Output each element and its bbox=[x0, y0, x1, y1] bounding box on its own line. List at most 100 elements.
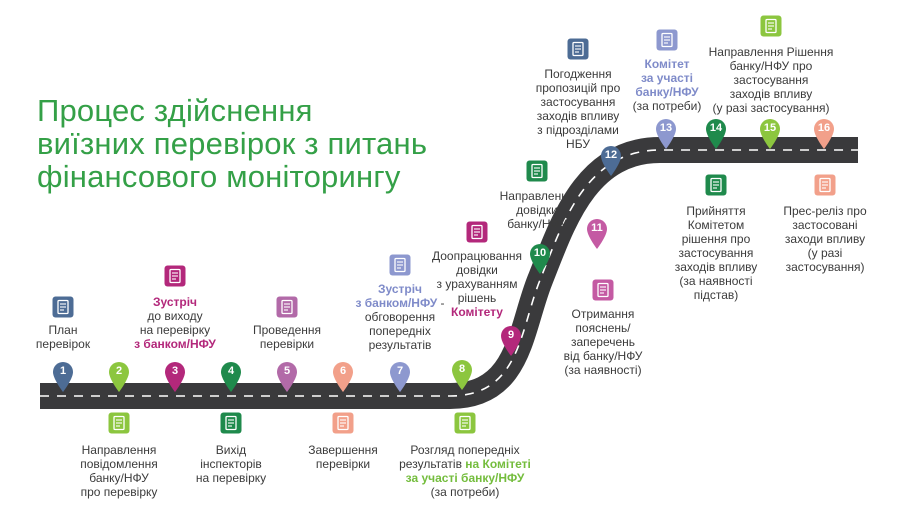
step-4-number: 4 bbox=[227, 365, 235, 377]
step-9-label-line: з урахуванням bbox=[436, 277, 518, 291]
step-13-label-line: (за потреби) bbox=[632, 99, 702, 113]
handshake-icon bbox=[567, 38, 589, 60]
meeting-person-icon bbox=[164, 265, 186, 287]
step-14-label-line: заходів впливу bbox=[674, 260, 758, 274]
step-9-label-line: рішень bbox=[457, 291, 497, 305]
step-8-label-line: результатів на Комітеті bbox=[399, 457, 531, 471]
step-11-marker: 11 bbox=[586, 218, 608, 255]
step-3-label-line: Зустріч bbox=[152, 295, 198, 309]
document-edit-icon bbox=[466, 221, 488, 243]
step-16-number: 16 bbox=[817, 122, 831, 134]
step-14-label-line: підстав) bbox=[693, 288, 739, 302]
committee-icon bbox=[656, 29, 678, 51]
step-11-label-line: заперечень bbox=[570, 335, 636, 349]
step-9-label-line: Комітету bbox=[451, 305, 503, 319]
step-2-label-line: Направлення bbox=[81, 443, 157, 457]
step-3-marker: 3 bbox=[164, 361, 186, 398]
step-4-label-line: Вихід bbox=[215, 443, 247, 457]
document-send-icon bbox=[760, 15, 782, 37]
step-13-number: 13 bbox=[659, 122, 673, 134]
step-11-label-line: (за наявності) bbox=[564, 363, 642, 377]
step-6-marker: 6 bbox=[332, 361, 354, 398]
step-16-label-line: заходи впливу bbox=[784, 232, 866, 246]
step-15-label-line: застосування bbox=[733, 73, 809, 87]
step-6-label-line: перевірки bbox=[315, 457, 371, 471]
step-10-label-line: Направлення bbox=[499, 189, 575, 203]
step-12-label-line: заходів впливу bbox=[536, 109, 620, 123]
step-5-label-line: перевірки bbox=[259, 337, 315, 351]
letter-receive-icon bbox=[592, 279, 614, 301]
step-9-label-line: Доопрацювання bbox=[432, 249, 522, 263]
step-9-label-line: довідки bbox=[456, 263, 498, 277]
step-14-marker: 14 bbox=[705, 118, 727, 155]
step-7-label-line: результатів bbox=[368, 338, 432, 352]
step-9-number: 9 bbox=[507, 329, 515, 341]
step-8-marker: 8 bbox=[451, 359, 473, 396]
step-8-label-line: Розгляд попередніх bbox=[410, 443, 520, 457]
step-3-label-line: до виходу bbox=[147, 309, 203, 323]
title-line-2: виїзних перевірок з питань bbox=[37, 126, 428, 161]
step-3-label-line: з банком/НФУ bbox=[134, 337, 216, 351]
step-15-number: 15 bbox=[763, 122, 777, 134]
step-16-label-line: застосування) bbox=[785, 260, 865, 274]
step-15-label-line: заходів впливу bbox=[729, 87, 813, 101]
step-16-label-line: застосовані bbox=[792, 218, 858, 232]
step-2-label-line: повідомлення bbox=[80, 457, 158, 471]
step-10-label-line: довідки bbox=[516, 203, 558, 217]
step-16-label-line: Прес-реліз про bbox=[783, 204, 867, 218]
step-12-marker: 12 bbox=[600, 145, 622, 182]
step-2-label-line: банку/НФУ bbox=[89, 471, 149, 485]
step-1-label-line: План bbox=[48, 323, 78, 337]
step-6-label-line: Завершення bbox=[308, 443, 378, 457]
inspectors-team-icon bbox=[220, 412, 242, 434]
step-6-number: 6 bbox=[339, 365, 347, 377]
press-release-icon bbox=[814, 174, 836, 196]
step-12-label-line: пропозицій про bbox=[535, 81, 621, 95]
step-13-label-line: банку/НФУ bbox=[635, 85, 699, 99]
document-send-icon bbox=[526, 160, 548, 182]
step-7-label-line: Зустріч bbox=[377, 282, 423, 296]
step-11-number: 11 bbox=[591, 222, 603, 234]
step-7-label-line: попередніх bbox=[369, 324, 431, 338]
step-10-marker: 10 bbox=[529, 243, 551, 280]
step-14-label-line: Комітетом bbox=[687, 218, 745, 232]
step-8-label-line: (за потреби) bbox=[430, 485, 500, 499]
step-14-label-line: (за наявності bbox=[679, 274, 753, 288]
step-10-number: 10 bbox=[533, 247, 547, 259]
step-7-number: 7 bbox=[396, 365, 404, 377]
step-3-label-line: на перевірку bbox=[139, 323, 211, 337]
step-15-marker: 15 bbox=[759, 118, 781, 155]
title-line-1: Процес здійснення bbox=[37, 93, 313, 128]
step-14-number: 14 bbox=[709, 122, 723, 134]
step-7-marker: 7 bbox=[389, 361, 411, 398]
step-16-label-line: (у разі bbox=[807, 246, 843, 260]
step-14-label-line: рішення про bbox=[681, 232, 751, 246]
meeting-table-icon bbox=[389, 254, 411, 276]
gavel-icon bbox=[705, 174, 727, 196]
step-7-label-line: обговорення bbox=[364, 310, 436, 324]
step-15-label-line: (у разі застосування) bbox=[712, 101, 830, 115]
step-4-label-line: інспекторів bbox=[200, 457, 262, 471]
step-2-number: 2 bbox=[115, 365, 123, 377]
step-15-label-line: Направлення Рішення bbox=[708, 45, 834, 59]
step-14-label-line: застосування bbox=[678, 246, 754, 260]
step-13-label-line: за участі bbox=[640, 71, 694, 85]
step-12-label-line: застосування bbox=[540, 95, 616, 109]
step-14-label-line: Прийняття bbox=[686, 204, 746, 218]
step-12-label-line: Погодження bbox=[544, 67, 612, 81]
step-4-label-line: на перевірку bbox=[195, 471, 267, 485]
step-7-label-line: з банком/НФУ - bbox=[355, 296, 445, 310]
step-2-label-line: про перевірку bbox=[80, 485, 158, 499]
step-11-label-line: Отримання bbox=[571, 307, 635, 321]
title-line-3: фінансового моніторингу bbox=[37, 159, 401, 194]
